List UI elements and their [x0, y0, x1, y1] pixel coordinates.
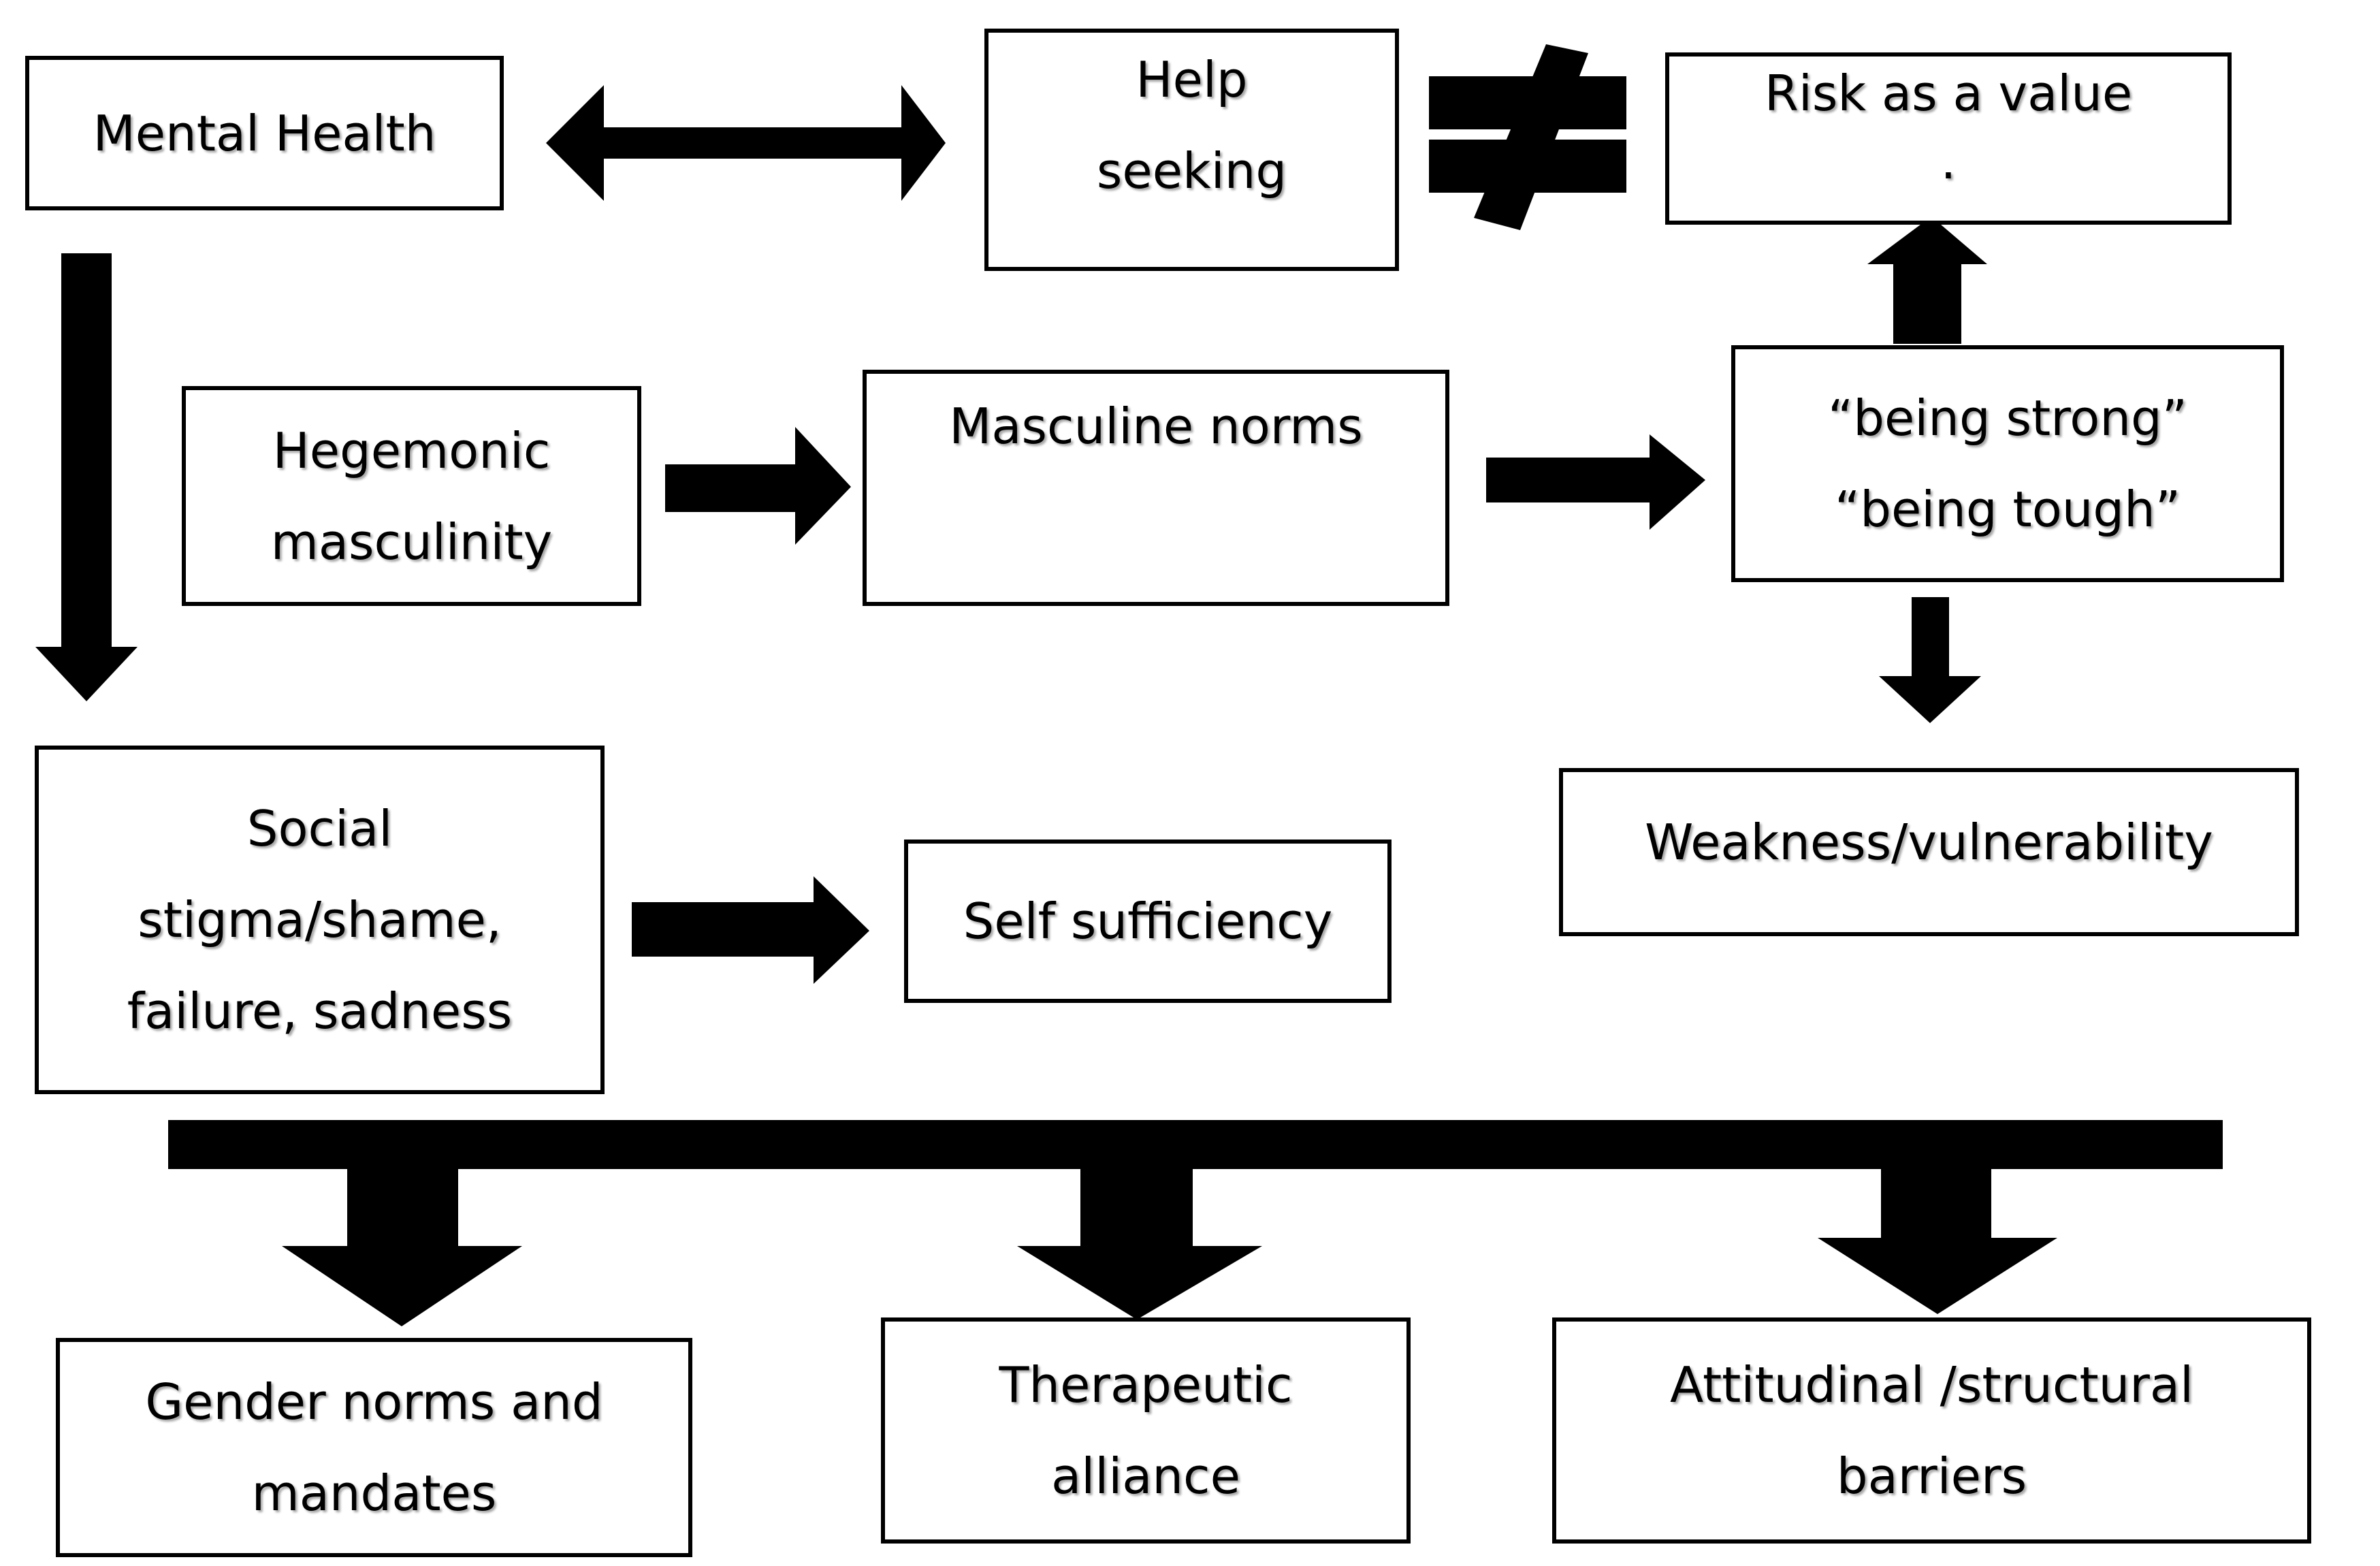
arrow-bar-to-barriers [1818, 1169, 2057, 1314]
arrow-bar-to-therapeutic-alliance [1017, 1169, 1262, 1320]
horizontal-bar [168, 1120, 2223, 1169]
node-masculine-norms: Masculine norms [863, 370, 1449, 606]
node-text: Risk as a value [1764, 65, 2133, 122]
arrow-bar-to-gender-norms [282, 1169, 522, 1326]
node-text: seeking [1096, 142, 1287, 199]
node-text: Attitudinal /structural [1669, 1356, 2194, 1413]
arrow-hegemonic-to-masculine-norms [665, 427, 851, 545]
node-text: Therapeutic [999, 1356, 1293, 1413]
arrow-social-stigma-to-self-sufficiency [632, 876, 869, 984]
node-risk-as-value: Risk as a value . [1665, 52, 2232, 225]
arrow-being-strong-to-risk [1867, 217, 1987, 344]
node-attitudinal-structural-barriers: Attitudinal /structural barriers [1552, 1317, 2311, 1544]
node-hegemonic-masculinity: Hegemonic masculinity [182, 386, 641, 606]
arrow-masculine-norms-to-being-strong [1486, 434, 1705, 530]
node-text: Masculine norms [949, 398, 1363, 455]
node-therapeutic-alliance: Therapeutic alliance [881, 1317, 1411, 1544]
node-text: Help [1136, 51, 1248, 108]
node-text: Social [246, 800, 393, 857]
node-text: “being tough” [1834, 481, 2181, 538]
node-being-strong-tough: “being strong” “being tough” [1731, 345, 2284, 582]
node-gender-norms: Gender norms and mandates [56, 1338, 692, 1557]
node-text: Hegemonic [272, 421, 551, 479]
node-text: . [1940, 133, 1957, 190]
node-text: barriers [1836, 1448, 2027, 1505]
node-social-stigma: Social stigma/shame, failure, sadness [35, 746, 605, 1094]
node-text: Self sufficiency [963, 893, 1333, 950]
node-text: Mental Health [93, 104, 436, 162]
node-self-sufficiency: Self sufficiency [904, 840, 1392, 1003]
not-equal-icon [1429, 44, 1626, 230]
node-text: failure, sadness [127, 982, 513, 1040]
node-mental-health: Mental Health [25, 56, 504, 210]
node-help-seeking: Help seeking [984, 29, 1399, 271]
node-text: “being strong” [1828, 389, 2187, 447]
node-text: stigma/shame, [138, 891, 502, 948]
node-text: masculinity [270, 513, 553, 571]
double-arrow-mental-health-help-seeking [546, 85, 946, 201]
node-text: Gender norms and [145, 1373, 603, 1431]
node-text: alliance [1051, 1448, 1240, 1505]
node-text: mandates [251, 1465, 497, 1522]
node-text: Weakness/vulnerability [1645, 813, 2213, 871]
arrow-mental-health-to-social-stigma [35, 253, 138, 701]
arrow-being-strong-to-weakness [1879, 597, 1981, 723]
node-weakness-vulnerability: Weakness/vulnerability [1559, 768, 2299, 936]
